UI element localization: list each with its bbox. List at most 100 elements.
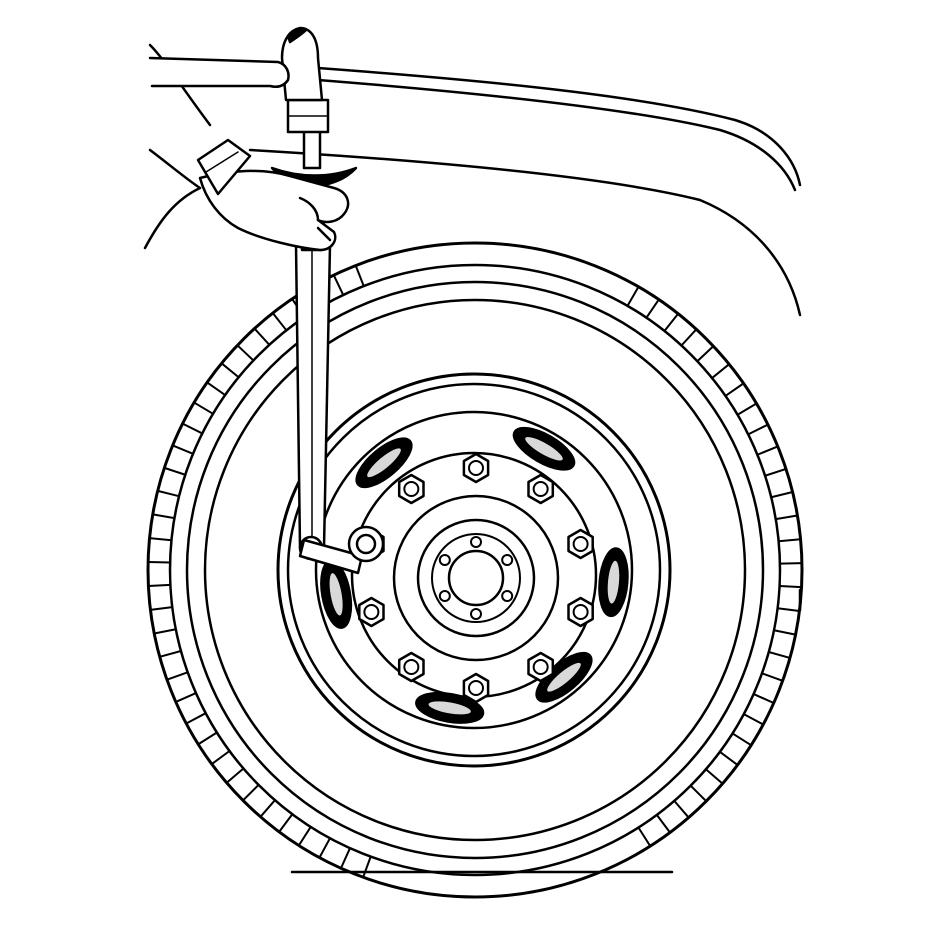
vent-hole-highlight xyxy=(546,661,582,693)
vehicle-body xyxy=(143,43,802,612)
tread-block xyxy=(163,466,187,476)
hub-bolt xyxy=(501,590,514,602)
tread-block xyxy=(774,514,799,521)
tread-block xyxy=(206,381,227,397)
wristwatch-strap xyxy=(205,151,239,173)
tread-block xyxy=(752,693,775,705)
tread-block xyxy=(225,767,245,784)
wheel-nut xyxy=(567,596,594,628)
hub-outer-ring xyxy=(392,494,560,662)
hub-centre xyxy=(392,494,560,662)
tread-block xyxy=(764,467,787,477)
tread-block xyxy=(731,732,753,747)
tread-block xyxy=(673,799,690,819)
tread-block xyxy=(185,712,207,725)
tread-block xyxy=(704,768,724,785)
tyre-bead-line xyxy=(203,298,747,842)
wheel-nut xyxy=(397,651,425,683)
tyre-tread-blocks xyxy=(147,264,803,879)
tread-block xyxy=(197,731,218,746)
hub-centre-bore xyxy=(447,549,505,607)
tread-block xyxy=(151,513,176,520)
tread-block xyxy=(253,327,271,346)
tread-block xyxy=(354,264,365,288)
tread-block xyxy=(165,671,189,681)
tyre-outer-edge xyxy=(146,241,804,899)
hub-cap-ring xyxy=(416,518,536,638)
tread-block xyxy=(767,651,791,659)
wheel-nut xyxy=(462,672,490,704)
tread-block xyxy=(770,490,794,499)
hub-bolt-circle xyxy=(431,533,521,623)
wheel-nut-face xyxy=(532,481,549,498)
hub-bolt xyxy=(470,536,482,548)
tread-block xyxy=(776,607,801,612)
vent-hole-highlight xyxy=(606,559,621,605)
wheel-nut-face xyxy=(532,658,549,675)
wheel-nut-face xyxy=(403,481,420,498)
tread-block xyxy=(297,825,312,847)
hub-bolt xyxy=(501,554,514,566)
rim-flange xyxy=(286,382,662,758)
wheel-nut-face xyxy=(572,536,589,553)
tyre-tread-inner xyxy=(168,263,782,877)
arm-hand-lower xyxy=(198,169,350,252)
tread-block xyxy=(236,344,255,362)
wheel-vent-holes xyxy=(320,426,629,724)
wheel-nut-face xyxy=(468,680,484,696)
vent-hole-highlight xyxy=(524,436,564,462)
tread-block xyxy=(259,799,276,818)
wrench-shaft xyxy=(294,243,332,550)
tread-block xyxy=(156,489,181,498)
tread-block xyxy=(756,445,779,456)
tread-block xyxy=(680,328,698,347)
tread-block xyxy=(174,692,197,703)
wheel-nut-face xyxy=(403,658,420,675)
tread-block xyxy=(210,749,231,766)
wheel-nut-face xyxy=(572,603,589,620)
wrench-socket-arm xyxy=(298,538,364,575)
tread-block xyxy=(318,837,331,859)
tread-block xyxy=(153,628,177,635)
tread-block xyxy=(362,855,372,879)
tread-block xyxy=(171,444,195,455)
tyre xyxy=(146,241,804,899)
wheel-nut xyxy=(358,596,385,628)
wheel-nut xyxy=(397,473,425,505)
wheel-nut-face xyxy=(468,460,484,476)
rim-outer xyxy=(276,372,672,768)
wheel-disc xyxy=(276,372,672,768)
tread-block xyxy=(777,538,802,543)
vent-hole-highlight xyxy=(427,700,472,716)
tread-block xyxy=(696,345,715,363)
tread-block xyxy=(724,382,745,397)
hub-bolt xyxy=(438,554,451,566)
tread-block xyxy=(736,402,758,416)
tread-block xyxy=(760,672,784,682)
hub-bolts xyxy=(438,536,514,620)
vent-hole-highlight xyxy=(328,572,344,617)
tread-block xyxy=(747,423,769,436)
tread-block xyxy=(271,312,288,332)
sleeve-upper xyxy=(148,56,290,88)
tread-block xyxy=(637,826,652,848)
wrench-upper-rod xyxy=(302,126,322,170)
tread-block xyxy=(220,362,240,379)
wrench-t-grip-shade xyxy=(286,28,308,44)
tread-block xyxy=(711,363,731,380)
wheel-nut xyxy=(462,452,490,484)
wheel-nut xyxy=(527,473,555,505)
wheel-arch-line xyxy=(248,148,802,317)
vent-hole-highlight xyxy=(366,447,402,479)
tread-block xyxy=(278,813,294,833)
wheel-nut xyxy=(567,528,594,560)
tread-block xyxy=(332,274,345,296)
tread-block xyxy=(149,606,174,611)
finger-lines xyxy=(298,196,332,242)
tread-block xyxy=(718,750,739,766)
hub-bolt xyxy=(438,590,451,602)
tread-block xyxy=(339,847,351,870)
wheel-nut xyxy=(527,651,555,683)
